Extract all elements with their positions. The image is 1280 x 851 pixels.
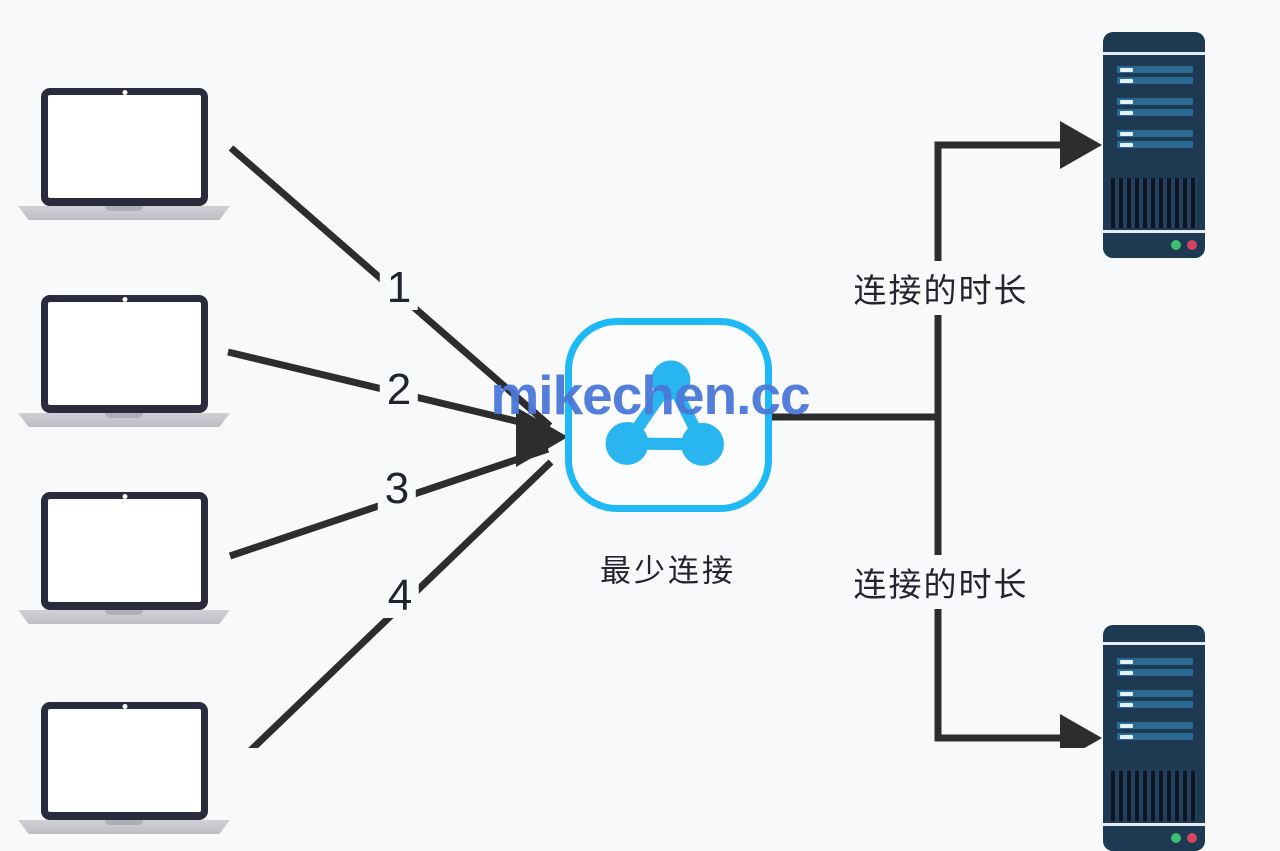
server-top-arrowhead-icon xyxy=(1060,121,1102,169)
connection-count-label-1: 1 xyxy=(379,266,419,310)
hub-label: 最少连接 xyxy=(600,553,736,589)
client-laptop-icon-2 xyxy=(18,295,230,428)
led-green-icon xyxy=(1171,240,1181,250)
client-laptop-icon-3 xyxy=(18,492,230,625)
duration-label-top: 连接的时长 xyxy=(847,261,1035,315)
hub-arrowhead-icon xyxy=(516,407,568,467)
camera-dot-icon xyxy=(122,704,127,709)
connection-lines xyxy=(227,121,1102,748)
camera-dot-icon xyxy=(122,297,127,302)
laptop-screen xyxy=(41,492,208,610)
laptop-base xyxy=(18,820,230,834)
camera-dot-icon xyxy=(122,90,127,95)
client-laptop-icon-4 xyxy=(18,702,230,835)
laptop-base xyxy=(18,610,230,624)
led-green-icon xyxy=(1171,833,1181,843)
server-footer xyxy=(1103,233,1205,258)
server-separator xyxy=(1103,230,1205,233)
share-network-icon xyxy=(605,360,724,466)
laptop-screen xyxy=(41,295,208,413)
laptop-screen xyxy=(41,702,208,820)
server-vent-icon xyxy=(1111,178,1197,228)
server-separator xyxy=(1103,642,1205,645)
server-separator xyxy=(1103,52,1205,55)
camera-dot-icon xyxy=(122,494,127,499)
laptop-base xyxy=(18,206,230,220)
connection-count-label-2: 2 xyxy=(379,368,419,412)
watermark: mikechen.cc xyxy=(490,364,810,426)
connection-count-label-3: 3 xyxy=(377,467,417,511)
server-drive-bars xyxy=(1117,658,1193,744)
client-laptop-icon-1 xyxy=(18,88,230,221)
server-drive-bars xyxy=(1117,66,1193,152)
server-icon-top xyxy=(1103,32,1205,258)
led-red-icon xyxy=(1187,833,1197,843)
laptop-base xyxy=(18,413,230,427)
server-vent-icon xyxy=(1111,771,1197,821)
server-icon-bottom xyxy=(1103,625,1205,851)
server-bottom-arrowhead-icon xyxy=(1060,714,1102,748)
connection-count-label-4: 4 xyxy=(380,574,420,618)
laptop-screen xyxy=(41,88,208,206)
client4-line xyxy=(248,459,554,748)
led-red-icon xyxy=(1187,240,1197,250)
load-balancer-icon xyxy=(565,318,772,512)
duration-label-bottom: 连接的时长 xyxy=(847,555,1035,609)
least-connections-diagram: 1 2 3 4 最少连接 mikechen.cc 连接的时长 连接的时长 xyxy=(18,32,1205,851)
server-footer xyxy=(1103,826,1205,851)
